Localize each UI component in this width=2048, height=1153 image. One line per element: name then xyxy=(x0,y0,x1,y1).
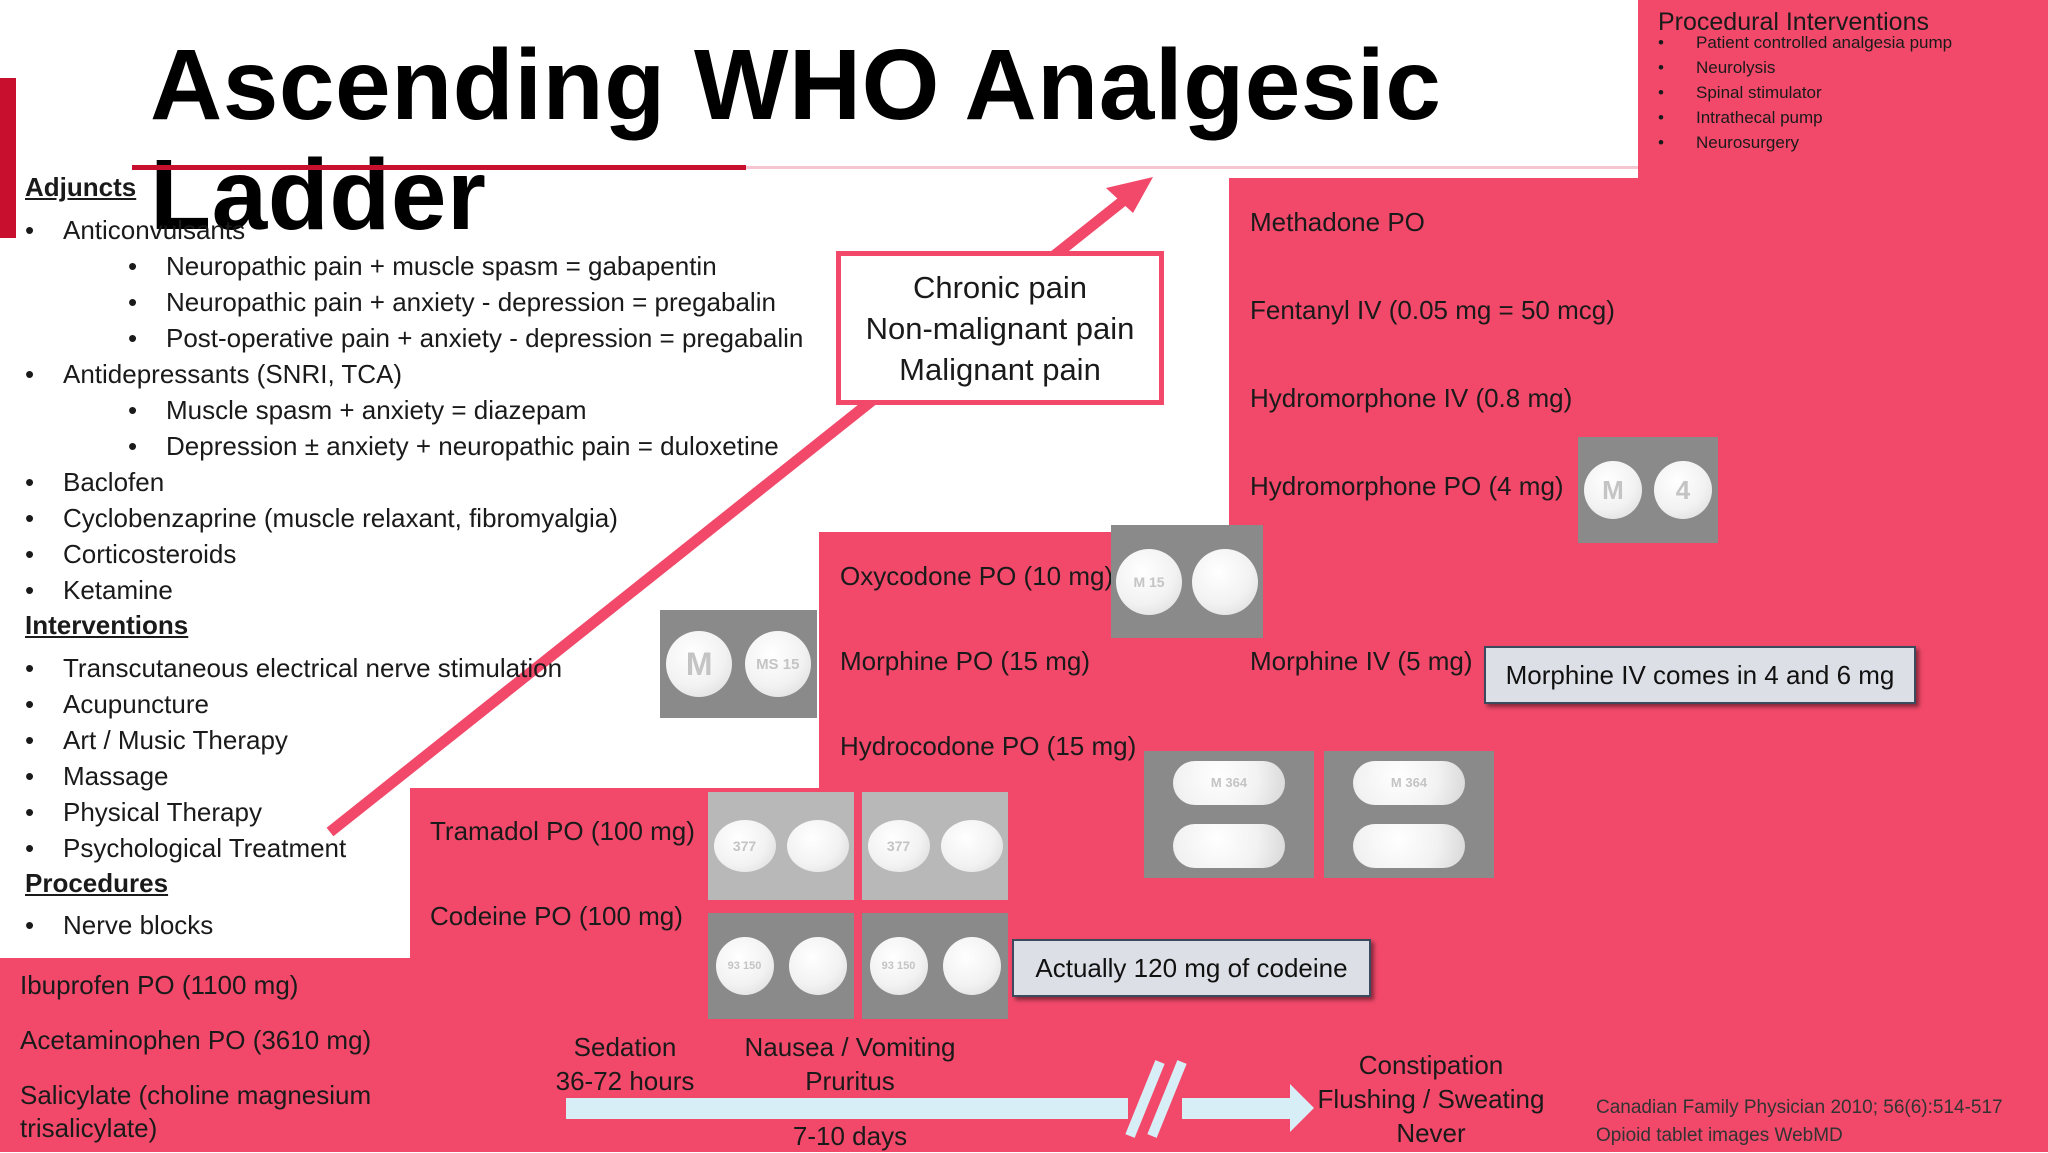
morphine-iv-callout: Morphine IV comes in 4 and 6 mg xyxy=(1484,646,1916,704)
nausea-label: Nausea / Vomiting Pruritus xyxy=(720,1030,980,1098)
drug-morphine-iv: Morphine IV (5 mg) xyxy=(1250,646,1473,676)
list-item: Neurosurgery xyxy=(1658,130,1952,155)
pill-icon xyxy=(788,937,847,995)
pill-icon: 377 xyxy=(867,820,930,872)
list-item: Transcutaneous electrical nerve stimulat… xyxy=(25,650,562,686)
codeine-tablet-image-1: 93 150 xyxy=(708,913,854,1019)
interventions-header: Interventions xyxy=(25,610,189,640)
never-text: Never xyxy=(1396,1118,1466,1148)
title-underline xyxy=(132,165,746,170)
list-item: Acupuncture xyxy=(25,686,209,722)
pill-icon: 377 xyxy=(713,820,776,872)
constipation-text: Constipation xyxy=(1358,1050,1504,1080)
pain-types-box: Chronic pain Non-malignant pain Malignan… xyxy=(836,251,1164,405)
drug-hydrocodone-po: Hydrocodone PO (15 mg) xyxy=(840,731,1137,761)
list-item: Anticonvulsants xyxy=(25,212,245,248)
pill-icon xyxy=(942,937,1001,995)
pill-icon xyxy=(940,820,1003,872)
flushing-text: Flushing / Sweating xyxy=(1317,1084,1545,1114)
list-item: Art / Music Therapy xyxy=(25,722,288,758)
pill-icon: M xyxy=(1584,461,1642,519)
drug-salicylate: Salicylate (choline magnesium xyxy=(20,1080,372,1110)
pill-icon: 93 150 xyxy=(715,937,774,995)
pain-type-chronic: Chronic pain xyxy=(912,269,1088,305)
pill-icon xyxy=(1353,824,1465,869)
list-item: Depression ± anxiety + neuropathic pain … xyxy=(128,428,779,464)
list-item: Cyclobenzaprine (muscle relaxant, fibrom… xyxy=(25,500,618,536)
drug-salicylate-cont: trisalicylate) xyxy=(20,1113,158,1143)
pruritus-text: Pruritus xyxy=(805,1066,895,1096)
pill-icon xyxy=(1192,548,1258,615)
list-item: Muscle spasm + anxiety = diazepam xyxy=(128,392,587,428)
tramadol-tablet-image-2: 377 xyxy=(862,792,1008,900)
list-item: Neuropathic pain + muscle spasm = gabape… xyxy=(128,248,717,284)
hydrocodone-tablet-image-1: M 364 xyxy=(1144,751,1314,878)
pain-type-non-malignant: Non-malignant pain xyxy=(865,310,1135,346)
list-item: Psychological Treatment xyxy=(25,830,346,866)
list-item: Massage xyxy=(25,758,168,794)
drug-ibuprofen-po: Ibuprofen PO (1100 mg) xyxy=(20,970,299,1000)
codeine-tablet-image-2: 93 150 xyxy=(862,913,1008,1019)
list-item: Neuropathic pain + anxiety - depression … xyxy=(128,284,776,320)
list-item: Patient controlled analgesia pump xyxy=(1658,30,1952,55)
hydromorphone-tablet-image: M 4 xyxy=(1578,437,1718,543)
hydrocodone-tablet-image-2: M 364 xyxy=(1324,751,1494,878)
citation-webmd: Opioid tablet images WebMD xyxy=(1596,1125,1843,1146)
pill-icon xyxy=(1173,824,1285,869)
list-item: Post-operative pain + anxiety - depressi… xyxy=(128,320,803,356)
sedation-text: Sedation xyxy=(573,1032,677,1062)
pill-icon: M 364 xyxy=(1173,760,1285,805)
pill-icon: M 15 xyxy=(1116,548,1182,615)
title-underline-light xyxy=(746,166,1638,169)
nausea-duration: 7-10 days xyxy=(792,1121,908,1151)
pill-icon: 93 150 xyxy=(869,937,928,995)
list-item: Nerve blocks xyxy=(25,907,213,943)
list-item: Antidepressants (SNRI, TCA) xyxy=(25,356,402,392)
constipation-label: Constipation Flushing / Sweating Never xyxy=(1300,1048,1562,1150)
codeine-callout: Actually 120 mg of codeine xyxy=(1012,939,1371,997)
sedation-label: Sedation 36-72 hours xyxy=(530,1030,720,1098)
step-1-background xyxy=(0,958,410,1152)
procedures-header: Procedures xyxy=(25,868,169,898)
drug-morphine-po: Morphine PO (15 mg) xyxy=(840,646,1090,676)
pill-icon: M xyxy=(666,631,733,697)
pill-icon: 4 xyxy=(1654,461,1712,519)
tramadol-tablet-image-1: 377 xyxy=(708,792,854,900)
morphine-tablet-image: M MS 15 xyxy=(660,610,817,718)
list-item: Intrathecal pump xyxy=(1658,105,1952,130)
drug-hydromorphone-po: Hydromorphone PO (4 mg) xyxy=(1250,471,1564,501)
oxycodone-tablet-image: M 15 xyxy=(1111,525,1263,638)
list-item: Corticosteroids xyxy=(25,536,236,572)
list-item: Baclofen xyxy=(25,464,164,500)
page-title: Ascending WHO Analgesic Ladder xyxy=(150,29,1442,251)
list-item: Neurolysis xyxy=(1658,55,1952,80)
sedation-duration: 36-72 hours xyxy=(555,1066,695,1096)
adjuncts-header: Adjuncts xyxy=(25,172,137,202)
citation-cfp: Canadian Family Physician 2010; 56(6):51… xyxy=(1596,1097,2003,1118)
drug-oxycodone-po: Oxycodone PO (10 mg) xyxy=(840,561,1114,591)
drug-hydromorphone-iv: Hydromorphone IV (0.8 mg) xyxy=(1250,383,1573,413)
drug-tramadol-po: Tramadol PO (100 mg) xyxy=(430,816,695,846)
pill-icon: MS 15 xyxy=(744,631,811,697)
drug-fentanyl-iv: Fentanyl IV (0.05 mg = 50 mcg) xyxy=(1250,295,1615,325)
list-item: Spinal stimulator xyxy=(1658,80,1952,105)
drug-codeine-po: Codeine PO (100 mg) xyxy=(430,901,683,931)
drug-acetaminophen-po: Acetaminophen PO (3610 mg) xyxy=(20,1025,372,1055)
procedural-interventions-list: Patient controlled analgesia pump Neurol… xyxy=(1658,30,1952,155)
list-item: Ketamine xyxy=(25,572,173,608)
pain-type-malignant: Malignant pain xyxy=(899,351,1101,387)
pill-icon: M 364 xyxy=(1353,760,1465,805)
drug-methadone: Methadone PO xyxy=(1250,207,1425,237)
pill-icon xyxy=(786,820,849,872)
list-item: Physical Therapy xyxy=(25,794,262,830)
citations: Canadian Family Physician 2010; 56(6):51… xyxy=(1596,1094,2003,1150)
nausea-text: Nausea / Vomiting xyxy=(744,1032,956,1062)
left-accent-bar xyxy=(0,78,16,238)
